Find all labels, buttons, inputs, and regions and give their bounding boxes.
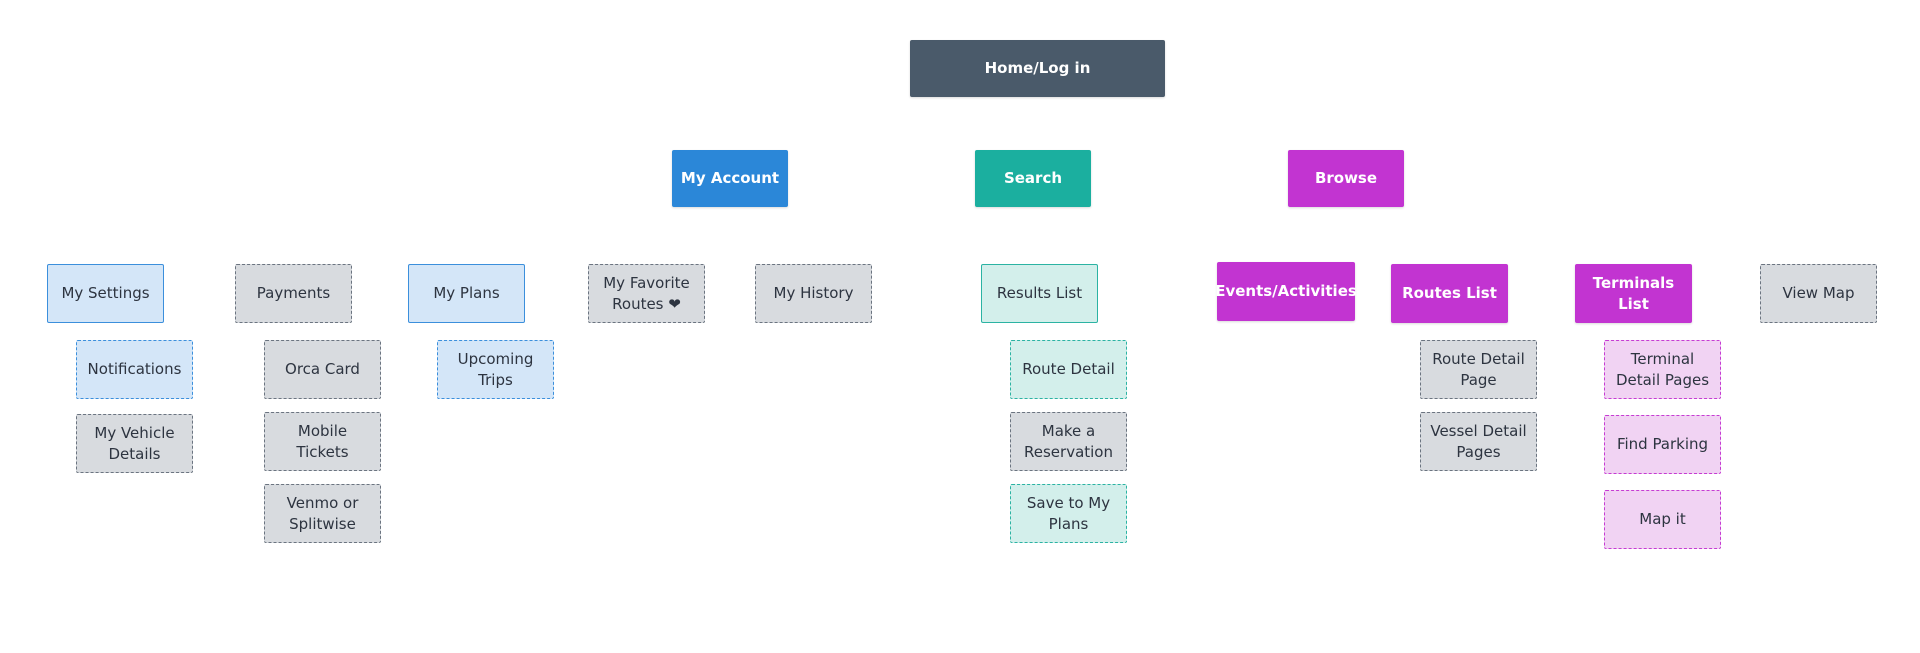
node-terminal-detail-pages: Terminal Detail Pages <box>1604 340 1721 399</box>
node-events-activities: Events/Activities <box>1215 262 1357 321</box>
node-view-map: View Map <box>1760 264 1877 323</box>
node-home-login: Home/Log in <box>910 40 1165 97</box>
node-route-detail: Route Detail <box>1010 340 1127 399</box>
node-terminals-list: Terminals List <box>1575 264 1692 323</box>
node-venmo-splitwise: Venmo or Splitwise <box>264 484 381 543</box>
node-mobile-tickets: Mobile Tickets <box>264 412 381 471</box>
node-my-plans: My Plans <box>408 264 525 323</box>
node-my-history: My History <box>755 264 872 323</box>
node-my-settings: My Settings <box>47 264 164 323</box>
node-routes-list: Routes List <box>1391 264 1508 323</box>
node-make-reservation: Make a Reservation <box>1010 412 1127 471</box>
node-browse: Browse <box>1288 150 1404 207</box>
node-results-list: Results List <box>981 264 1098 323</box>
node-search: Search <box>975 150 1091 207</box>
node-vessel-detail-pages: Vessel Detail Pages <box>1420 412 1537 471</box>
node-notifications: Notifications <box>76 340 193 399</box>
node-find-parking: Find Parking <box>1604 415 1721 474</box>
node-save-to-my-plans: Save to My Plans <box>1010 484 1127 543</box>
node-map-it: Map it <box>1604 490 1721 549</box>
node-my-favorite-routes: My Favorite Routes ❤ <box>588 264 705 323</box>
node-my-vehicle-details: My Vehicle Details <box>76 414 193 473</box>
node-route-detail-page: Route Detail Page <box>1420 340 1537 399</box>
node-payments: Payments <box>235 264 352 323</box>
node-upcoming-trips: Upcoming Trips <box>437 340 554 399</box>
node-orca-card: Orca Card <box>264 340 381 399</box>
node-my-account: My Account <box>672 150 788 207</box>
